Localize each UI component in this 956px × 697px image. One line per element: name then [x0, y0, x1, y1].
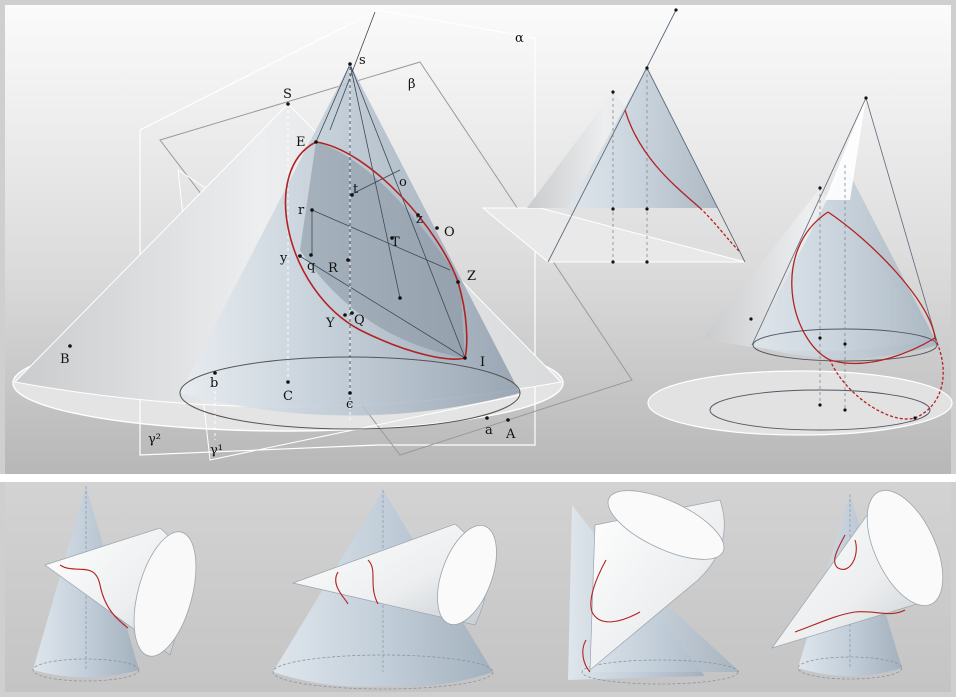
top-panel: α β s S E t o r z O y q T R Z Y Q I B b …: [5, 5, 953, 474]
label-s: s: [359, 53, 366, 68]
label-y: y: [279, 251, 288, 266]
bottom-figure-2: [272, 490, 497, 690]
bottom-figure-3: [568, 490, 740, 685]
label-C: C: [283, 389, 293, 404]
label-alpha: α: [515, 31, 524, 46]
intersection-curve-inner: [315, 141, 468, 359]
intersection-curve-outer: [284, 141, 466, 360]
label-Y: Y: [325, 316, 335, 331]
label-gamma2: γ²: [148, 432, 161, 447]
label-r: r: [298, 203, 305, 218]
label-gamma1: γ¹: [210, 443, 223, 458]
label-beta: β: [408, 77, 416, 92]
label-T: T: [391, 235, 400, 250]
bottom-figure-4: [771, 489, 944, 680]
label-B: B: [60, 352, 70, 367]
label-A: A: [505, 427, 516, 442]
label-O: O: [444, 225, 455, 240]
cut-section: [300, 142, 465, 358]
label-a: a: [485, 423, 493, 438]
bottom-panel: [5, 482, 951, 692]
label-E: E: [296, 135, 306, 150]
label-z: z: [416, 212, 423, 227]
label-c: c: [346, 397, 353, 412]
perspective-cones: [647, 96, 953, 436]
label-S: S: [283, 87, 292, 102]
perspective-ground-ellipse: [647, 370, 953, 436]
label-R: R: [328, 261, 339, 276]
label-o: o: [399, 175, 407, 190]
label-Z: Z: [467, 269, 476, 284]
panel-separator: [0, 474, 956, 482]
label-t: t: [353, 182, 359, 197]
point-markers: [68, 62, 510, 422]
label-b: b: [210, 376, 218, 391]
label-q: q: [307, 259, 315, 274]
side-view-cones: [481, 8, 746, 264]
label-Q: Q: [354, 313, 365, 328]
label-I: I: [480, 355, 485, 370]
plane-alpha: [139, 9, 536, 456]
axis-lines: [214, 64, 351, 440]
side-view-cone-small: [568, 68, 718, 208]
bottom-figure-1: [32, 486, 197, 682]
